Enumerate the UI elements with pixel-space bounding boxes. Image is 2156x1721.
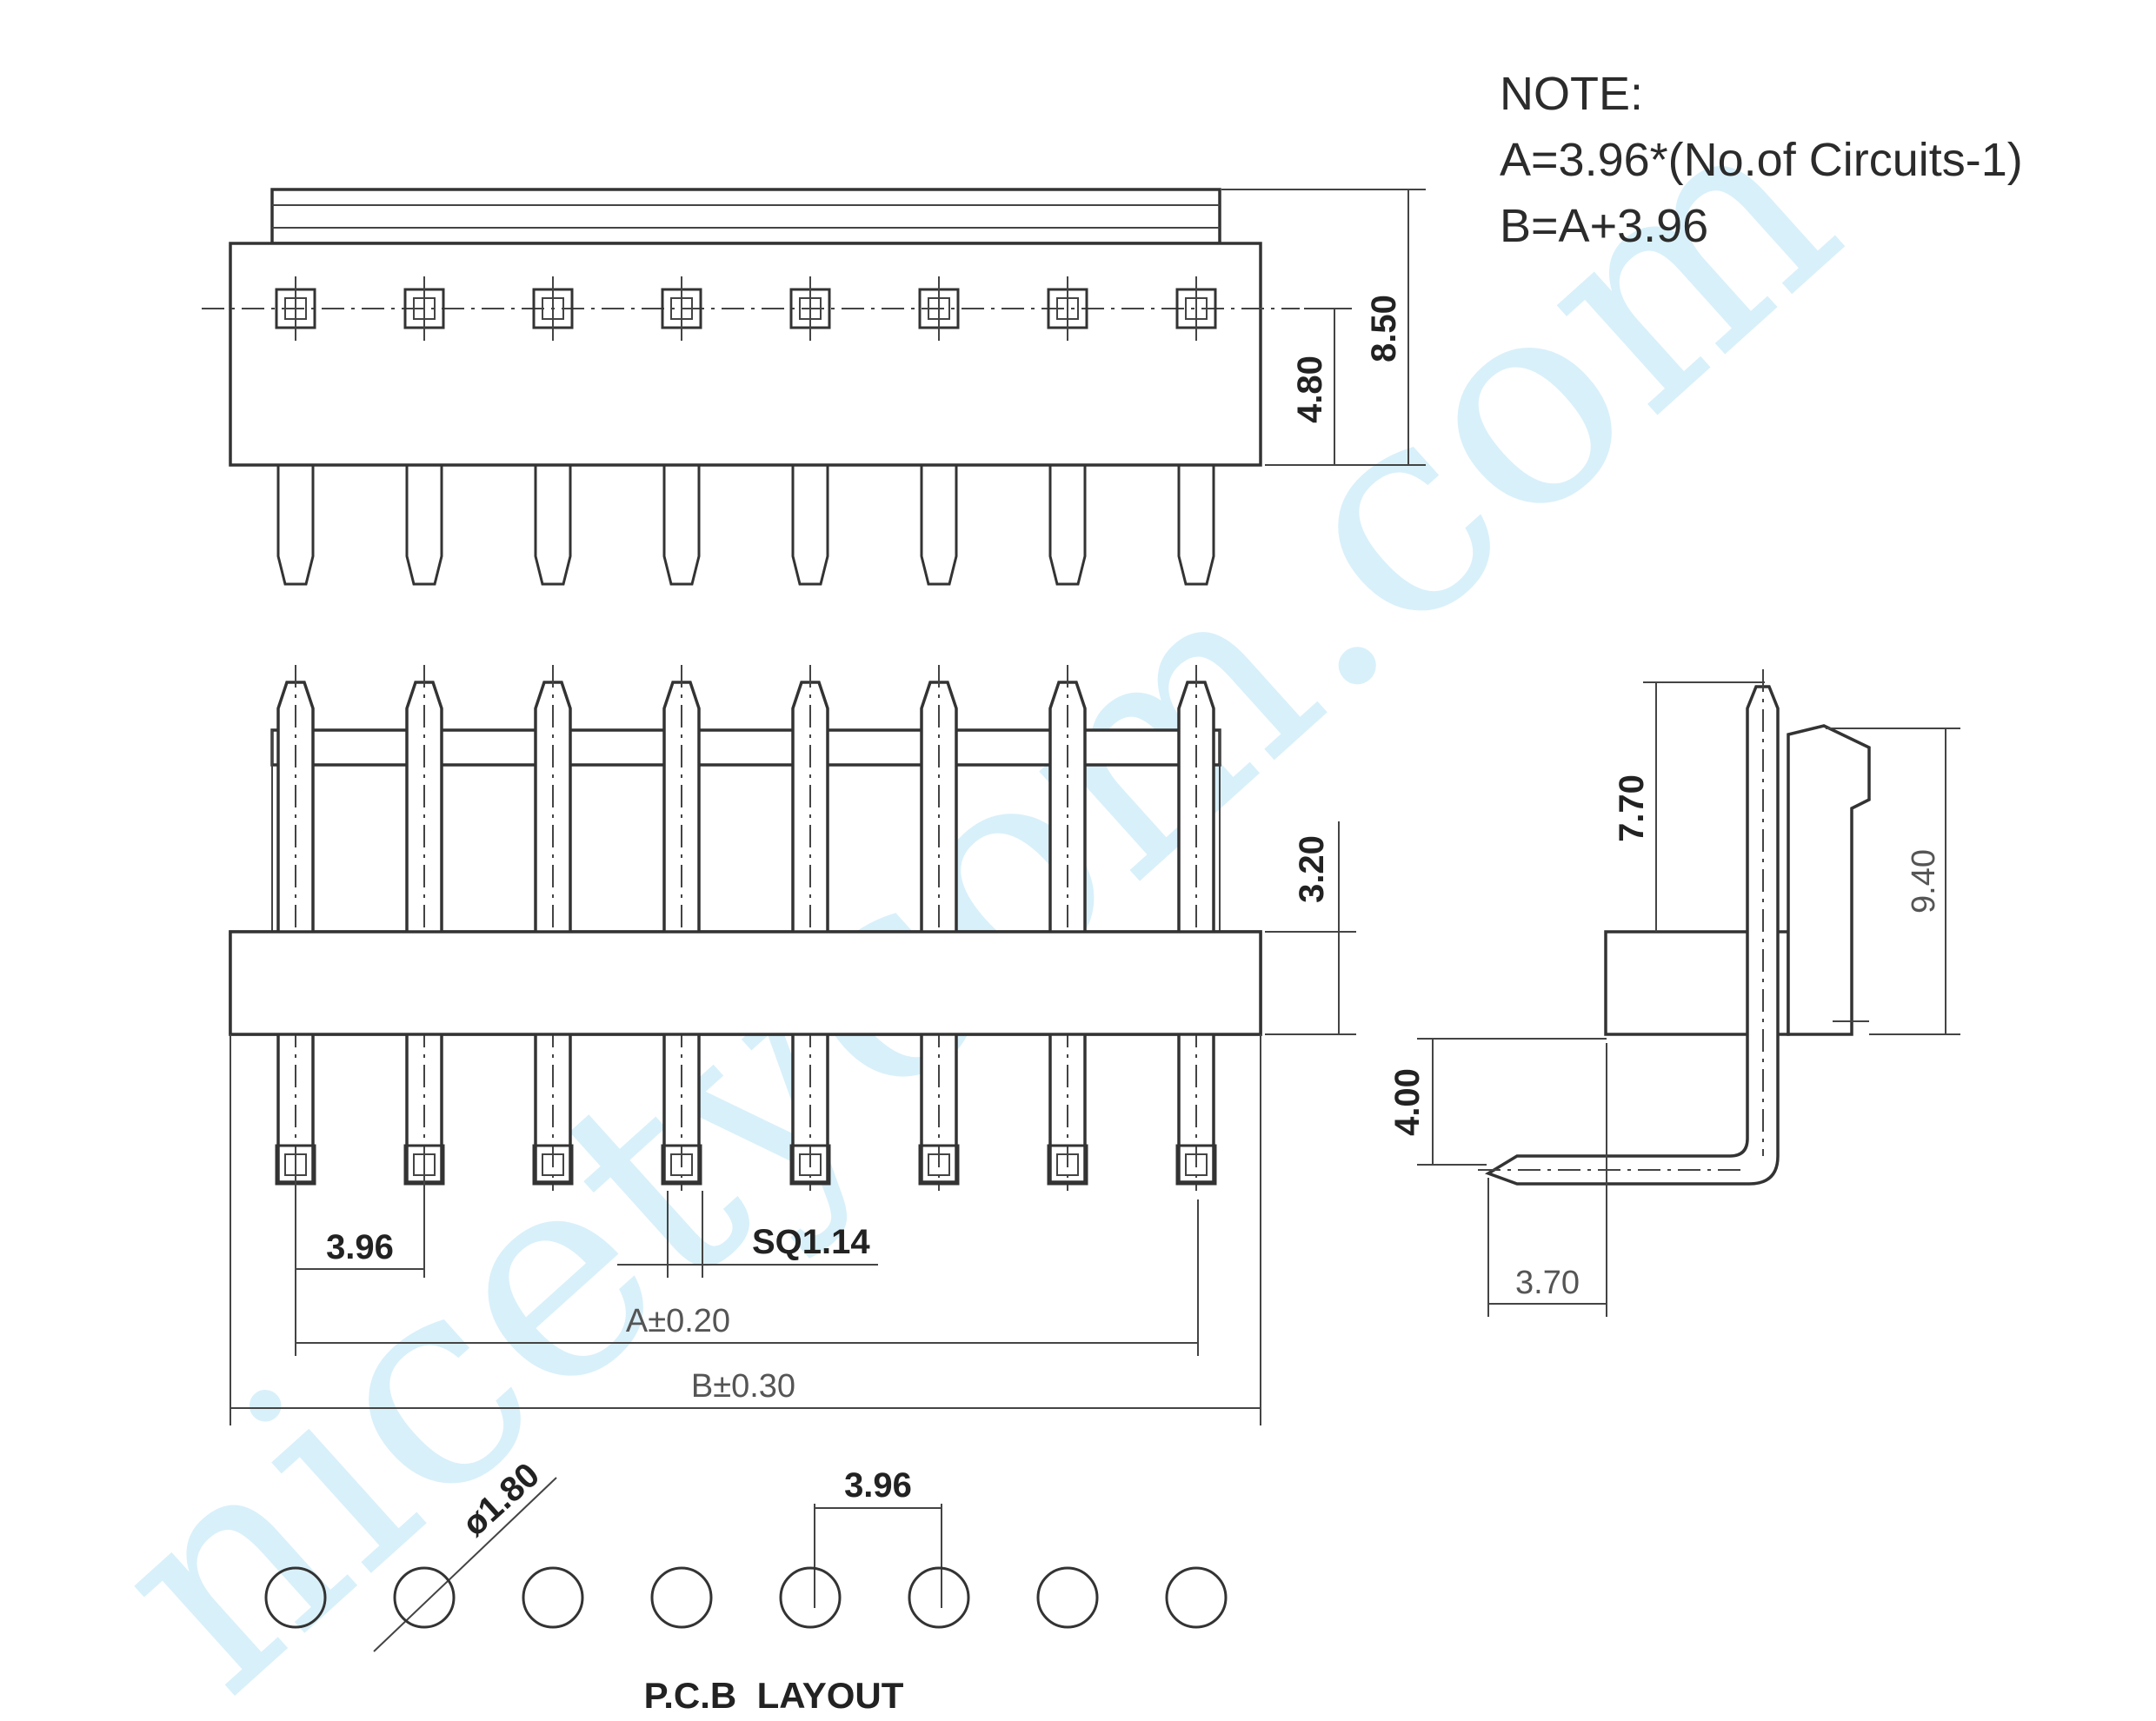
dim-4-00: 4.00 [1388, 1068, 1427, 1136]
front-pin [918, 665, 960, 1191]
top-pin-leg [534, 465, 572, 586]
dim-4-80: 4.80 [1291, 355, 1329, 423]
note-formula-b: B=A+3.96 [1500, 200, 1709, 252]
pcb-hole [393, 1566, 456, 1629]
top-view [202, 188, 1300, 586]
front-pin [661, 665, 702, 1191]
side-latch [1787, 724, 1871, 1036]
dim-pcb-pitch: 3.96 [844, 1466, 912, 1505]
top-pin-square [1175, 276, 1217, 341]
top-pin-square [1047, 276, 1088, 341]
front-pin [1047, 665, 1088, 1191]
top-pin-square [532, 276, 574, 341]
top-pin-leg [1177, 465, 1215, 586]
front-view [229, 665, 1262, 1191]
note-formula-a: A=3.96*(No.of Circuits-1) [1500, 134, 2023, 186]
top-latch-rail [270, 188, 1221, 245]
dim-span-a: A±0.20 [626, 1303, 730, 1339]
top-pin-leg [791, 465, 829, 586]
front-pin [532, 665, 574, 1191]
pcb-layout [264, 1566, 1228, 1629]
top-pin-leg [276, 465, 315, 586]
dim-span-b: B±0.30 [691, 1368, 795, 1405]
dim-9-40: 9.40 [1906, 849, 1942, 914]
front-housing-overlay [229, 930, 1262, 1036]
top-pin-leg [920, 465, 958, 586]
note-block: NOTE: A=3.96*(No.of Circuits-1) B=A+3.96 [1500, 61, 2023, 259]
front-pin [275, 665, 316, 1191]
top-pin-leg [1048, 465, 1087, 586]
top-pin-leg [662, 465, 701, 586]
dimension-lines [230, 189, 1960, 1652]
top-pin-square [789, 276, 831, 341]
note-title: NOTE: [1500, 68, 1644, 120]
top-pin-square [275, 276, 316, 341]
front-pin [1175, 665, 1217, 1191]
front-pin [403, 665, 445, 1191]
front-pin [789, 665, 831, 1191]
pcb-hole [1036, 1566, 1099, 1629]
pcb-layout-label: P.C.B LAYOUT [644, 1675, 904, 1716]
pcb-hole [908, 1566, 970, 1629]
top-pin-square [918, 276, 960, 341]
top-pin-leg [405, 465, 443, 586]
top-pin-square [661, 276, 702, 341]
side-view [1478, 669, 1871, 1186]
dim-3-20: 3.20 [1293, 835, 1331, 903]
top-pin-square [403, 276, 445, 341]
dim-3-70: 3.70 [1515, 1265, 1580, 1301]
pcb-hole [522, 1566, 584, 1629]
dim-8-50: 8.50 [1365, 295, 1403, 362]
side-pin [1484, 685, 1780, 1186]
pcb-hole [264, 1566, 327, 1629]
pcb-hole [1165, 1566, 1228, 1629]
pcb-hole [779, 1566, 842, 1629]
dim-pitch: 3.96 [326, 1228, 394, 1266]
dim-pin-square: SQ1.14 [752, 1223, 870, 1261]
pcb-hole [650, 1566, 713, 1629]
dim-7-70: 7.70 [1613, 774, 1651, 842]
top-housing [229, 242, 1262, 467]
